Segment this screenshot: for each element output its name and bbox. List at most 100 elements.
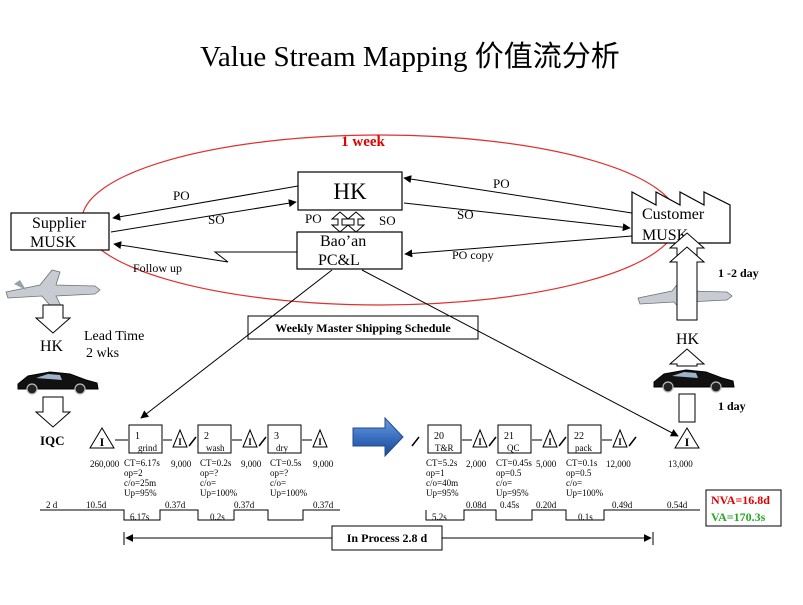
svg-text:op=0.5: op=0.5 (496, 468, 522, 478)
svg-text:1: 1 (135, 431, 140, 442)
hk-center-label: HK (333, 179, 367, 204)
timeline-top-8: 0.54d (667, 500, 688, 510)
timeline-top-4: 0.37d (313, 500, 334, 510)
schedule-label: Weekly Master Shipping Schedule (275, 321, 451, 335)
svg-text:Up=100%: Up=100% (566, 488, 604, 498)
timeline-top-1: 10.5d (86, 500, 107, 510)
svg-text:I: I (178, 437, 182, 447)
customer-label-1: Customer (642, 206, 705, 223)
svg-text:Up=95%: Up=95% (426, 488, 459, 498)
small-inventory-after-p22: I (602, 428, 637, 448)
process-data-20: CT=5.2s op=1 c/o=40m Up=95% (426, 458, 459, 498)
po-from-customer-arrow (403, 175, 633, 214)
small-inventory-after-p20: I (462, 428, 497, 448)
svg-text:op=?: op=? (200, 468, 218, 478)
airplane-left-icon (5, 269, 101, 311)
svg-text:c/o=40m: c/o=40m (426, 478, 458, 488)
svg-text:I: I (618, 437, 622, 447)
right-up-arrow-2-shaft (678, 393, 696, 423)
so-left-label: SO (208, 212, 225, 227)
hk-left-label: HK (40, 338, 64, 355)
po-copy-label: PO copy (452, 248, 494, 262)
process-data-2: CT=0.2s op=? c/o= Up=100% (200, 458, 238, 498)
process-box-1: 1 grind (128, 424, 163, 454)
svg-text:c/o=: c/o= (566, 478, 582, 488)
svg-text:I: I (548, 437, 552, 447)
svg-text:QC: QC (507, 443, 520, 453)
lead-time-label-1: Lead Time (84, 329, 144, 344)
svg-text:Up=95%: Up=95% (496, 488, 529, 498)
supplier-box (10, 212, 110, 251)
inv-count-after-p1: 9,000 (171, 459, 192, 469)
svg-text:20: 20 (434, 431, 444, 442)
svg-text:I: I (318, 437, 322, 447)
right-up-arrow-1b (668, 246, 706, 321)
hk-center-box (297, 171, 403, 211)
schedule-box (247, 315, 479, 340)
timeline-bottom-2: 5.2s (432, 512, 447, 522)
po-copy-arrow (404, 235, 633, 258)
svg-text:op=1: op=1 (426, 468, 445, 478)
svg-text:pack: pack (575, 443, 592, 453)
inv-count-after-p2: 9,000 (241, 459, 262, 469)
va-label: VA=170.3s (711, 510, 766, 524)
in-process-label: In Process 2.8 d (347, 531, 428, 545)
timeline-bottom-0: 6.17s (130, 512, 150, 522)
timeline-bottom-4: 0.1s (578, 512, 593, 522)
svg-text:I: I (248, 437, 252, 447)
svg-text:Up=100%: Up=100% (270, 488, 308, 498)
timeline-top-2: 0.37d (165, 500, 186, 510)
customer-factory-icon (631, 190, 731, 244)
timeline-left (40, 509, 340, 521)
baoan-label-2: PC&L (318, 252, 360, 269)
in-process-box (331, 525, 443, 551)
inv-count-start: 260,000 (90, 459, 120, 469)
po-mid-label: PO (305, 211, 322, 226)
timeline-right (425, 509, 700, 521)
process-data-22: CT=0.1s op=0.5 c/o= Up=100% (566, 458, 604, 498)
timeline-top-0: 2 d (46, 500, 58, 510)
svg-text:CT=6.17s: CT=6.17s (124, 458, 160, 468)
hk-lead-label: 1 day (718, 399, 746, 413)
hk-baoan-double-arrow-2 (346, 211, 366, 233)
customer-label-2: MUSK (642, 227, 689, 244)
timeline-top-5: 0.08d (466, 500, 487, 510)
svg-text:c/o=: c/o= (496, 478, 512, 488)
svg-text:Up=100%: Up=100% (200, 488, 238, 498)
process-data-21: CT=0.45s op=0.5 c/o= Up=95% (496, 458, 532, 498)
baoan-box (296, 231, 403, 270)
left-down-arrow-1 (34, 304, 72, 334)
truck-left-icon (17, 371, 99, 395)
svg-text:I: I (100, 435, 105, 449)
right-up-arrow-2-tip (668, 348, 706, 367)
truck-right-icon (653, 369, 735, 393)
customer-lead-label: 1 -2 day (718, 266, 759, 280)
svg-text:I: I (685, 435, 690, 449)
supplier-label-2: MUSK (30, 234, 77, 251)
svg-text:I: I (478, 437, 482, 447)
svg-text:c/o=25m: c/o=25m (124, 478, 156, 488)
small-inventory-after-p21: I (532, 428, 567, 448)
po-to-supplier-arrow (112, 185, 299, 221)
svg-text:CT=0.2s: CT=0.2s (200, 458, 232, 468)
so-mid-label: SO (379, 213, 396, 228)
nva-label: NVA=16.8d (711, 493, 770, 507)
po-right-label: PO (493, 176, 510, 191)
process-box-22: 22 pack (567, 424, 602, 454)
baoan-label-1: Bao’an (320, 233, 366, 250)
timeline-bottom-3: 0.45s (500, 500, 520, 510)
timeline-top-3: 0.37d (234, 500, 255, 510)
left-down-arrow-2 (34, 396, 72, 428)
svg-text:3: 3 (274, 431, 279, 442)
hk-right-label: HK (676, 331, 700, 348)
process-box-2: 2 wash (197, 424, 232, 454)
process-data-1: CT=6.17s op=2 c/o=25m Up=95% (124, 458, 160, 498)
svg-text:op=0.5: op=0.5 (566, 468, 592, 478)
svg-text:c/o=: c/o= (270, 478, 286, 488)
svg-text:wash: wash (206, 443, 225, 453)
timeline-top-7: 0.49d (612, 500, 633, 510)
inv-count-after-p3: 9,000 (313, 459, 334, 469)
schedule-to-process1-arrow (140, 269, 333, 419)
svg-text:dry: dry (276, 443, 288, 453)
inventory-triangle-final: I (674, 427, 700, 449)
